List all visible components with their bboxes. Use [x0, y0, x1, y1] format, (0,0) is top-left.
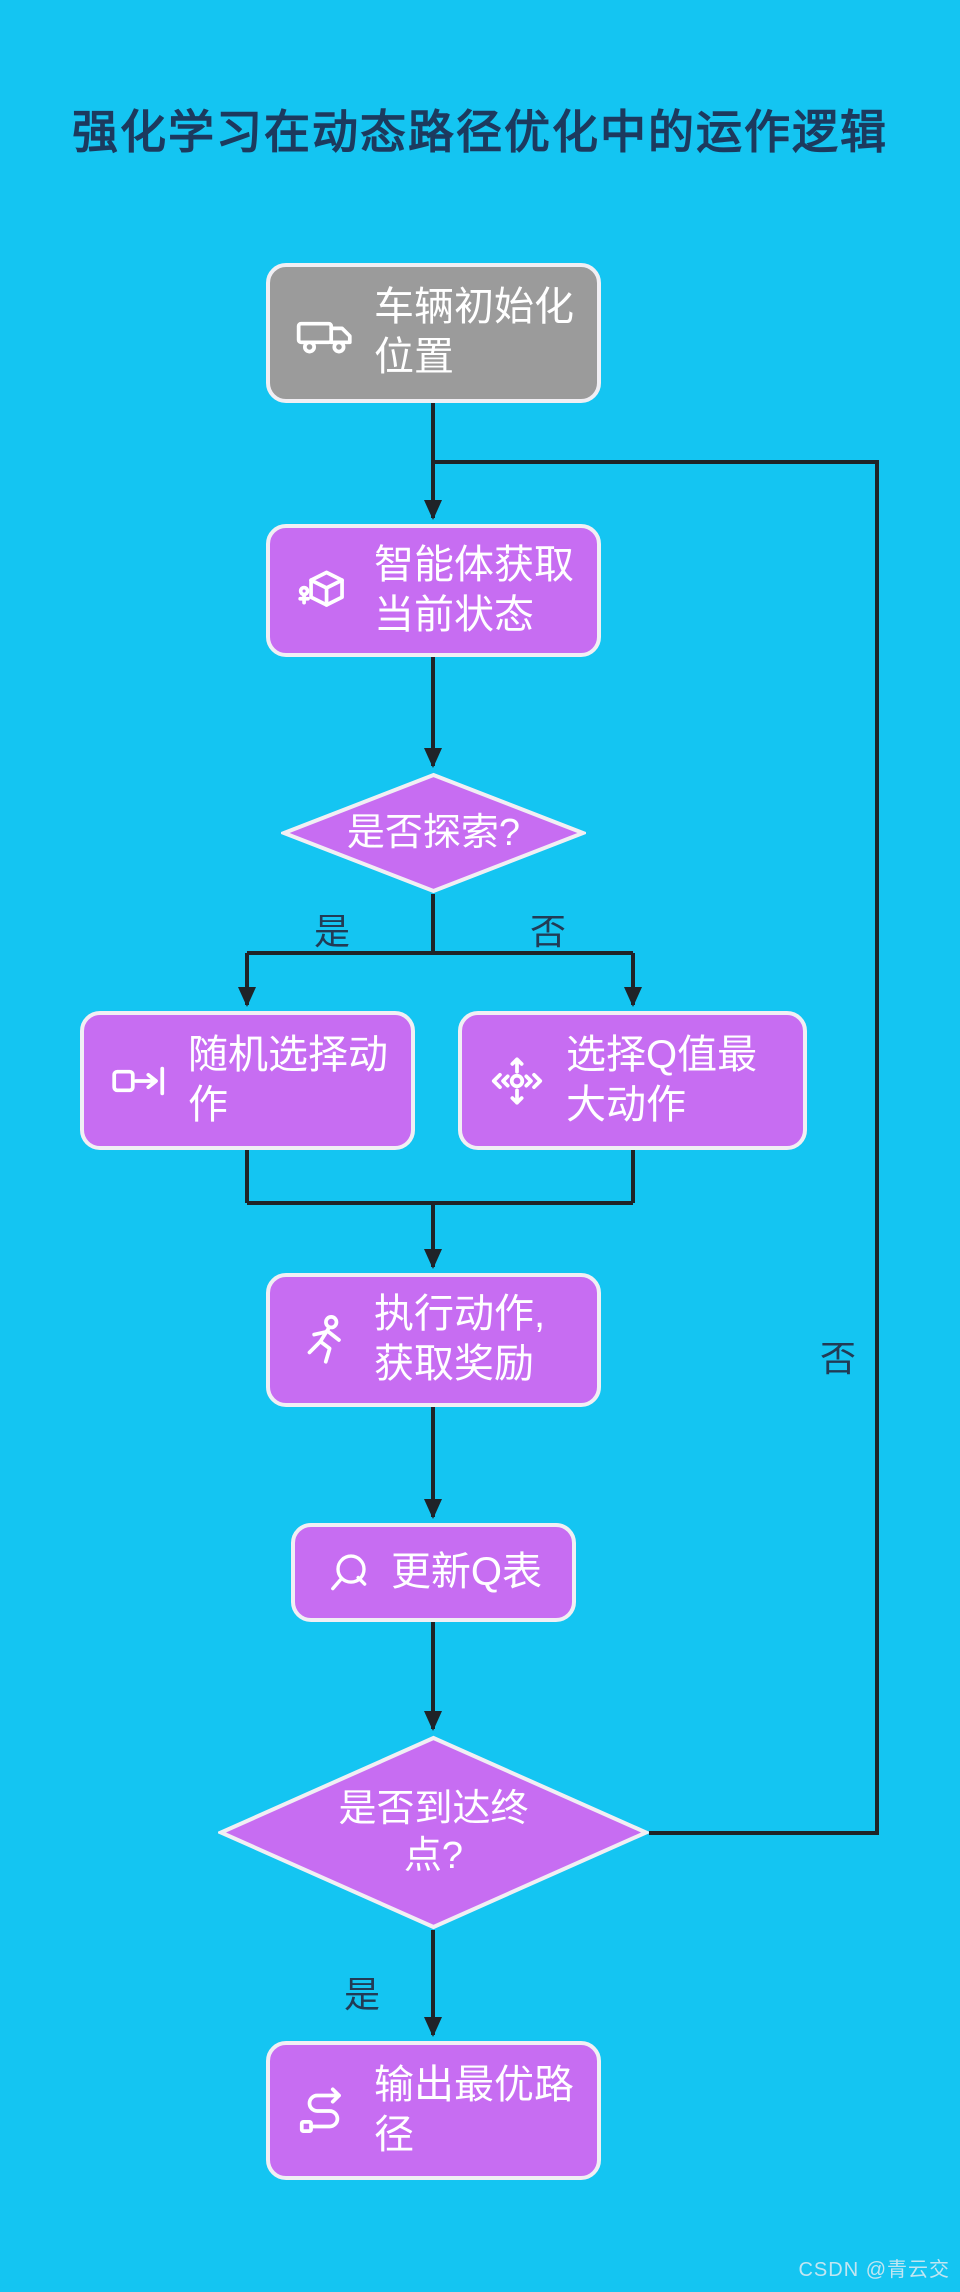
diamond-shape — [218, 1735, 649, 1930]
path-icon — [294, 2080, 356, 2142]
node-execute-action: 执行动作,获取奖励 — [266, 1273, 601, 1407]
run-icon — [294, 1309, 356, 1371]
node-label: 随机选择动作 — [188, 1032, 388, 1127]
edge-label-end-yes: 是 — [343, 1974, 380, 2015]
vehicle-icon — [294, 302, 356, 364]
node-label: 车辆初始化位置 — [374, 285, 574, 379]
node-vehicle-init: 车辆初始化位置 — [266, 263, 601, 403]
node-max-q-action: 选择Q值最大动作 — [458, 1011, 807, 1150]
node-label: 选择Q值最大动作 — [566, 1032, 758, 1127]
node-update-q: 更新Q表 — [291, 1523, 576, 1622]
decision-reach-end: 是否到达终点? — [218, 1735, 649, 1930]
node-label: 智能体获取当前状态 — [374, 542, 574, 637]
random-action-icon — [108, 1050, 170, 1112]
agent-cube-icon — [294, 560, 356, 622]
q-search-icon — [325, 1547, 377, 1599]
node-label: 输出最优路径 — [374, 2062, 574, 2157]
decision-explore: 是否探索? — [281, 772, 586, 894]
diagram-title: 强化学习在动态路径优化中的运作逻辑 — [72, 106, 888, 158]
edge-label-explore-yes: 是 — [313, 911, 350, 952]
edge-label-loop-no: 否 — [819, 1338, 856, 1379]
watermark: CSDN @青云交 — [798, 2259, 950, 2281]
decision-label: 是否探索? — [346, 811, 521, 854]
node-output-path: 输出最优路径 — [266, 2041, 601, 2180]
node-get-state: 智能体获取当前状态 — [266, 524, 601, 657]
edge-label-explore-no: 否 — [529, 911, 566, 952]
node-label: 执行动作,获取奖励 — [374, 1292, 546, 1386]
diamond-shape — [281, 772, 586, 894]
max-q-icon — [486, 1050, 548, 1112]
node-random-action: 随机选择动作 — [80, 1011, 415, 1150]
decision-label: 是否到达终点? — [338, 1788, 529, 1877]
node-label: 更新Q表 — [390, 1549, 543, 1594]
